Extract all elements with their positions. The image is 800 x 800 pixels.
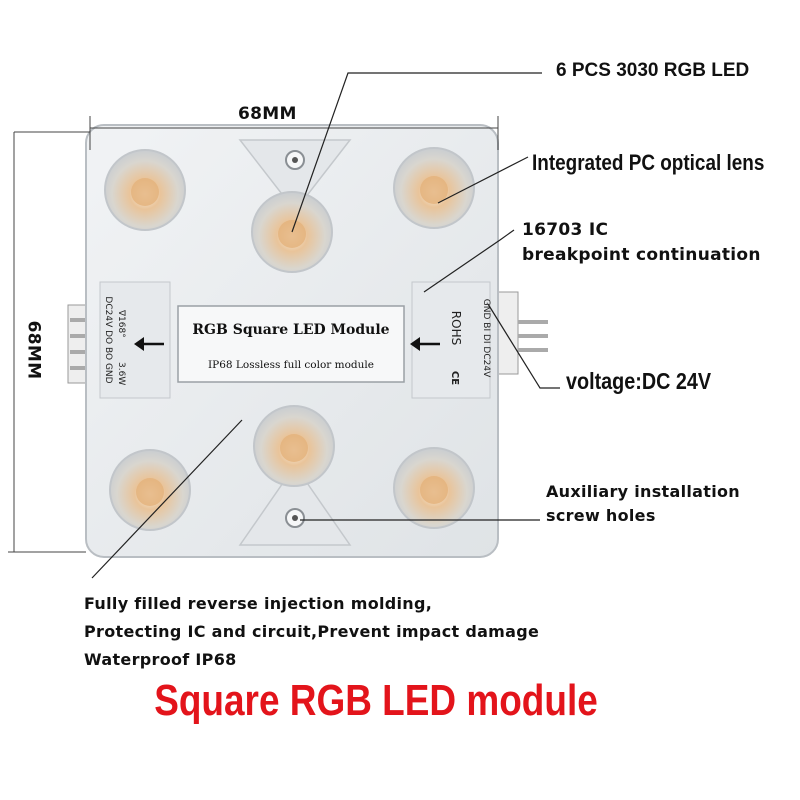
data-direction-arrow-left [134, 337, 164, 351]
callout-injection-molding: Fully filled reverse injection molding, … [84, 590, 539, 674]
led-lens-bottom-left [109, 449, 191, 531]
left-pin-labels: DC24V DO BO GND [103, 296, 113, 383]
led-lens-bottom-center [253, 405, 335, 487]
callout-molding-line-1: Fully filled reverse injection molding, [84, 594, 433, 613]
led-lens-bottom-right [393, 447, 475, 529]
module-print-title: RGB Square LED Module [192, 322, 389, 338]
height-dimension-label: 68MM [23, 320, 44, 380]
left-spec-power: 3.6W [116, 362, 126, 385]
callout-leds: 6 PCS 3030 RGB LED [556, 60, 750, 81]
right-connector [495, 291, 548, 375]
label-plate [177, 305, 405, 383]
leader-lines [91, 72, 560, 579]
led-lens-top-right [393, 147, 475, 229]
callout-ic-line-2: breakpoint continuation [522, 245, 761, 265]
led-lens-top-left [104, 149, 186, 231]
callout-optical-lens: Integrated PC optical lens [532, 150, 765, 175]
width-dimension [14, 116, 499, 150]
callout-screw-holes: Auxiliary installation screw holes [546, 480, 740, 528]
module-print-subtitle: IP68 Lossless full color module [208, 359, 374, 371]
main-title: Square RGB LED module [154, 676, 598, 725]
callout-molding-line-3: Waterproof IP68 [84, 650, 237, 669]
right-pin-labels: GND BI DI DC24V [481, 299, 491, 378]
callout-holes-line-1: Auxiliary installation [546, 482, 740, 501]
height-dimension [8, 132, 86, 553]
left-spec-angle: ∇168° [116, 309, 126, 338]
width-dimension-label: 68MM [238, 104, 297, 124]
callout-ic-line-1: 16703 IC [522, 220, 609, 240]
callout-holes-line-2: screw holes [546, 506, 656, 525]
rohs-mark: ROHS [449, 311, 463, 345]
callout-voltage: voltage:DC 24V [566, 368, 712, 394]
data-direction-arrow-right [410, 337, 440, 351]
callout-molding-line-2: Protecting IC and circuit,Prevent impact… [84, 622, 540, 641]
center-band [99, 281, 171, 399]
ce-mark: CE [449, 371, 460, 385]
callout-ic: 16703 IC breakpoint continuation [522, 218, 761, 268]
